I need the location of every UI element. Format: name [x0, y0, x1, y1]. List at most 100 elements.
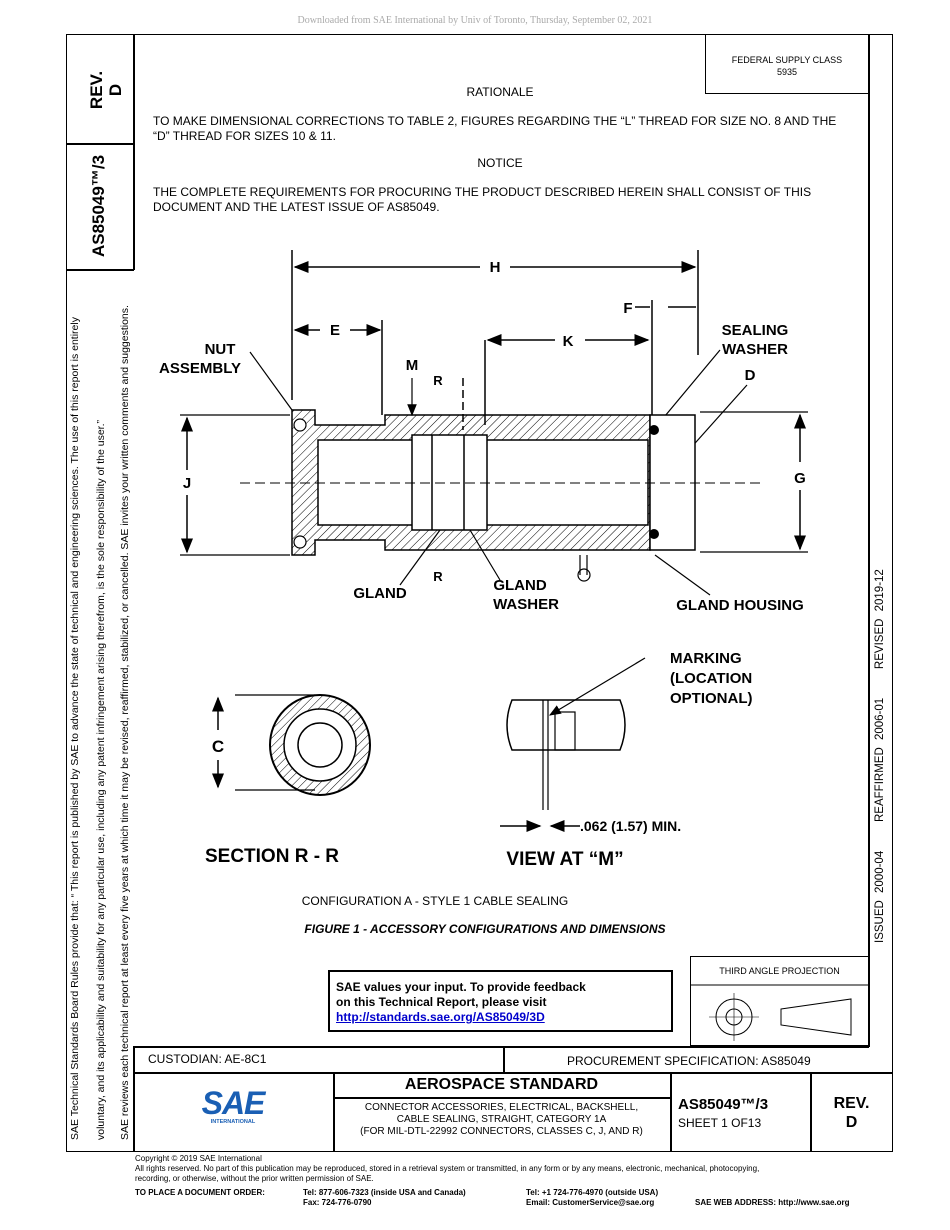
- gland-housing-cap: [649, 414, 696, 551]
- seal-dot-top: [649, 425, 659, 435]
- rationale-text: TO MAKE DIMENSIONAL CORRECTIONS TO TABLE…: [153, 114, 837, 143]
- desc-line-1: CONNECTOR ACCESSORIES, ELECTRICAL, BACKS…: [364, 1102, 639, 1113]
- sae-logo: SAE INTERNATIONAL: [200, 1087, 266, 1125]
- dim-k: K: [563, 333, 574, 350]
- margin-line-3: SAE reviews each technical report at lea…: [119, 305, 131, 1140]
- title-rule-2: [133, 1072, 893, 1074]
- federal-supply-label: FEDERAL SUPPLY CLASS: [731, 55, 843, 65]
- side-rev-block: REV.: [87, 55, 108, 125]
- feedback-line-2: on this Technical Report, please visit: [336, 995, 547, 1009]
- title-col-left: [133, 1046, 135, 1152]
- section-inner: [283, 708, 357, 782]
- title-rev-label: REV.: [833, 1095, 870, 1112]
- min-dimension: .062 (1.57) MIN.: [580, 818, 681, 834]
- standard-description: CONNECTOR ACCESSORIES, ELECTRICAL, BACKS…: [333, 1102, 670, 1138]
- page-frame: [66, 34, 893, 1152]
- side-header-rule: [66, 143, 134, 145]
- side-rev-value: D: [106, 83, 125, 97]
- configuration-caption: CONFIGURATION A - STYLE 1 CABLE SEALING: [301, 894, 569, 908]
- order-phone-block: Tel: 877-606-7323 (inside USA and Canada…: [303, 1188, 466, 1208]
- title-rev-value: D: [845, 1114, 858, 1131]
- label-gland-housing: GLAND HOUSING: [676, 597, 804, 614]
- sae-logo-text: SAE: [201, 1085, 266, 1121]
- dim-h: H: [490, 259, 501, 276]
- notice-text: THE COMPLETE REQUIREMENTS FOR PROCURING …: [153, 185, 812, 214]
- right-column-divider: [868, 34, 870, 1047]
- nut-leader: [249, 351, 293, 411]
- dim-m: M: [406, 357, 419, 374]
- gland-housing-leader: [654, 554, 711, 596]
- gland-washer-leader: [469, 529, 501, 581]
- label-marking-2: (LOCATION: [670, 670, 752, 687]
- label-washer: WASHER: [722, 341, 788, 358]
- third-angle-label: THIRD ANGLE PROJECTION: [719, 966, 840, 976]
- third-angle-box: THIRD ANGLE PROJECTION: [690, 956, 870, 1046]
- issued-date: ISSUED 2000-04: [874, 850, 886, 943]
- label-gland-washer-1: GLAND: [493, 577, 546, 594]
- margin-line-2: voluntary, and its applicability and sui…: [95, 419, 107, 1140]
- revision-history: ISSUED 2000-04 REAFFIRMED 2006-01 REVISE…: [872, 569, 888, 943]
- rights-line-1: All rights reserved. No part of this pub…: [135, 1164, 760, 1173]
- gland-leader: [399, 529, 441, 586]
- desc-line-2: CABLE SEALING, STRAIGHT, CATEGORY 1A: [396, 1114, 607, 1125]
- sae-logo-sub: INTERNATIONAL: [210, 1119, 256, 1125]
- dim-r-top: R: [433, 373, 443, 388]
- revised-date: REVISED 2019-12: [874, 569, 886, 670]
- feedback-line-1: SAE values your input. To provide feedba…: [336, 980, 586, 994]
- section-core: [297, 722, 343, 768]
- rationale-heading: RATIONALE: [466, 85, 534, 99]
- tel-outside: Tel: +1 724-776-4970 (outside USA): [526, 1188, 659, 1197]
- tel-us: Tel: 877-606-7323 (inside USA and Canada…: [303, 1188, 466, 1197]
- side-rev-label: REV.: [87, 70, 106, 110]
- housing-tab-ring: [577, 568, 591, 582]
- federal-supply-value: 5935: [776, 67, 798, 77]
- title-rev-block: REV. D: [810, 1094, 893, 1132]
- dim-j: J: [183, 475, 191, 492]
- figure-caption: FIGURE 1 - ACCESSORY CONFIGURATIONS AND …: [304, 922, 666, 936]
- copyright: Copyright © 2019 SAE International: [135, 1154, 262, 1163]
- view-title: VIEW AT “M”: [506, 849, 623, 870]
- marking-area: [554, 711, 576, 751]
- rights-line-2: recording, or otherwise, without the pri…: [135, 1174, 374, 1183]
- desc-line-3: (FOR MIL-DTL-22992 CONNECTORS, CLASSES C…: [360, 1126, 643, 1137]
- section-title: SECTION R - R: [205, 846, 339, 867]
- reaffirmed-date: REAFFIRMED 2006-01: [874, 697, 886, 822]
- title-rule-1: [133, 1046, 869, 1048]
- federal-supply-box: FEDERAL SUPPLY CLASS 5935: [705, 34, 869, 94]
- view-m-body: [506, 699, 626, 751]
- label-assembly: ASSEMBLY: [159, 360, 241, 377]
- label-marking-3: OPTIONAL): [670, 690, 753, 707]
- dim-g: G: [794, 470, 806, 487]
- title-doc-number: AS85049™/3: [678, 1096, 769, 1113]
- marking-leader: [548, 657, 646, 716]
- dim-d: D: [745, 367, 756, 384]
- label-gland: GLAND: [353, 585, 406, 602]
- housing-tab: [579, 555, 588, 575]
- custodian: CUSTODIAN: AE-8C1: [148, 1052, 267, 1066]
- title-col-logo: [333, 1072, 335, 1152]
- feedback-link[interactable]: http://standards.sae.org/AS85049/3D: [336, 1010, 545, 1024]
- order-label: TO PLACE A DOCUMENT ORDER:: [135, 1188, 265, 1197]
- dim-r-bottom: R: [433, 569, 443, 584]
- dim-f: F: [623, 300, 632, 317]
- standard-type: AEROSPACE STANDARD: [404, 1076, 599, 1093]
- side-header-divider: [133, 34, 135, 270]
- title-col-mid-top: [503, 1046, 505, 1072]
- sheet-number: SHEET 1 OF13: [678, 1116, 762, 1130]
- web-address: SAE WEB ADDRESS: http://www.sae.org: [695, 1198, 850, 1207]
- title-col-doc: [670, 1072, 672, 1152]
- email: Email: CustomerService@sae.org: [526, 1198, 655, 1207]
- download-notice: Downloaded from SAE International by Uni…: [297, 15, 653, 26]
- label-nut: NUT: [205, 341, 236, 358]
- procurement-spec: PROCUREMENT SPECIFICATION: AS85049: [567, 1054, 811, 1068]
- projection-symbol: [691, 984, 870, 1041]
- projection-cone: [780, 998, 852, 1036]
- feedback-box: SAE values your input. To provide feedba…: [328, 970, 673, 1032]
- order-intl-block: Tel: +1 724-776-4970 (outside USA) Email…: [526, 1188, 658, 1208]
- title-rule-standard: [333, 1097, 670, 1099]
- footer: Copyright © 2019 SAE International All r…: [135, 1154, 925, 1184]
- dim-e: E: [330, 322, 340, 339]
- nut-hole-bottom: [293, 535, 307, 549]
- nut-hole-top: [293, 418, 307, 432]
- notice-heading: NOTICE: [477, 156, 523, 170]
